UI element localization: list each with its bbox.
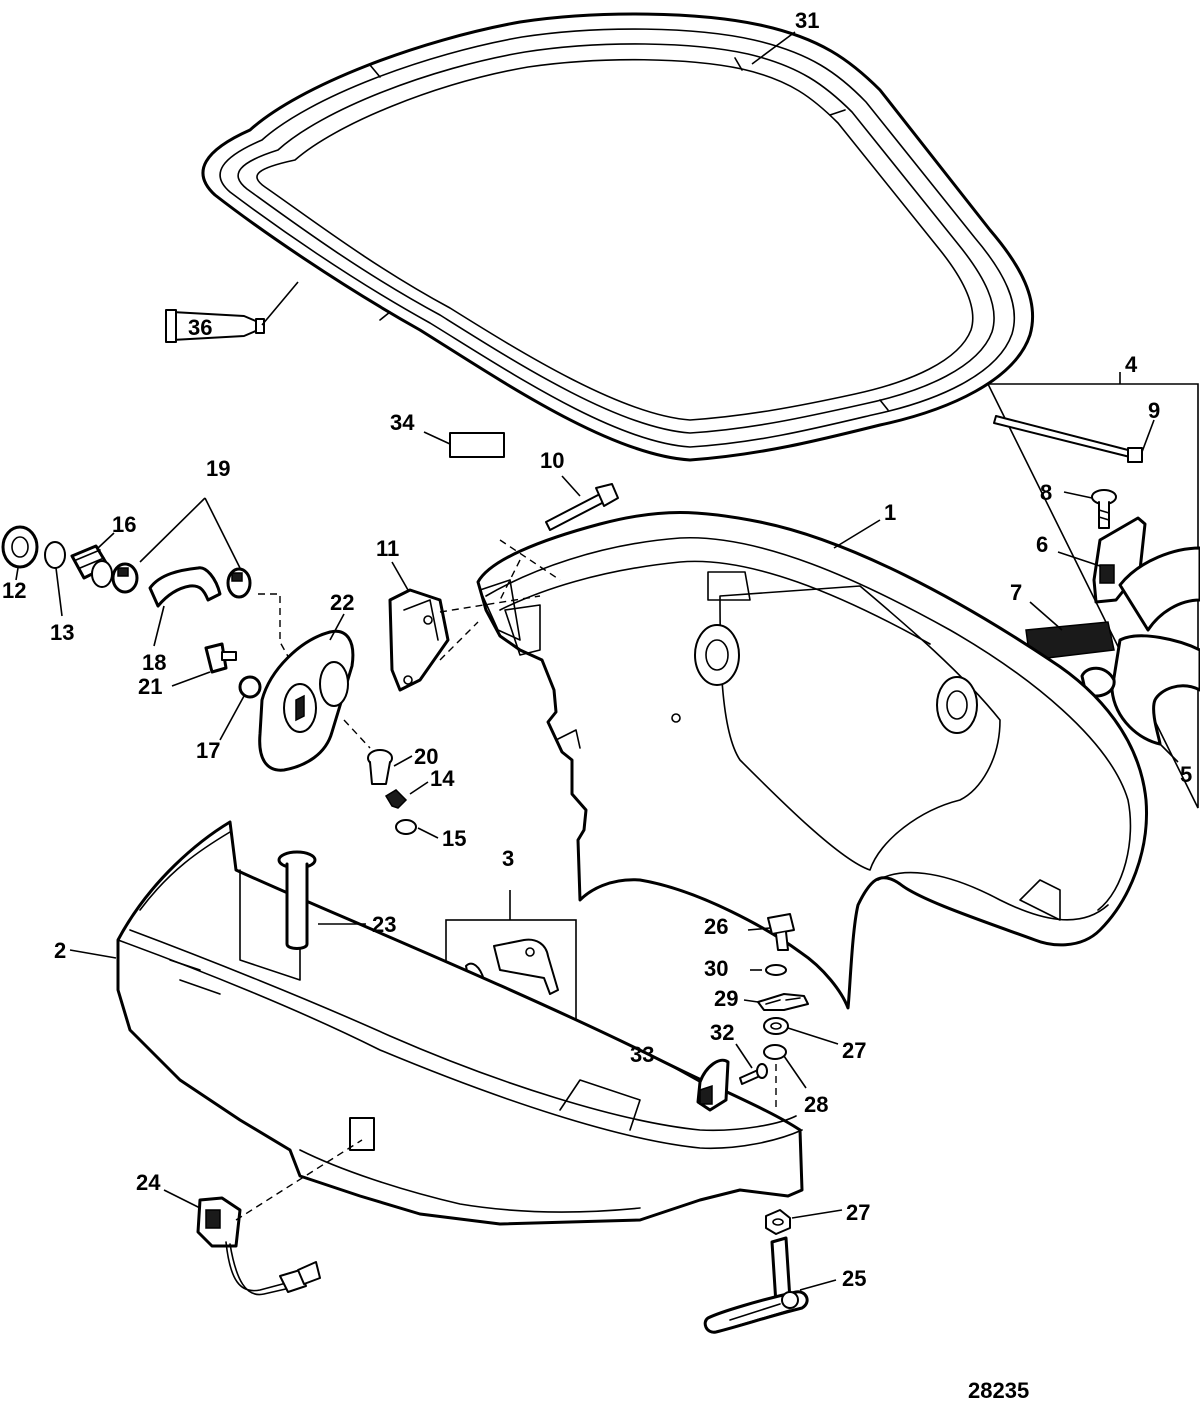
part-17-clip: [238, 675, 262, 699]
part-30-washer: [765, 964, 787, 976]
callout-22: 22: [330, 590, 354, 615]
part-19-hose-clamp-right: [226, 567, 252, 599]
part-36-sealant-tube: [165, 309, 265, 343]
callout-28: 28: [804, 1092, 828, 1117]
callout-1: 1: [884, 500, 896, 525]
callout-7: 7: [1010, 580, 1022, 605]
callout-11: 11: [376, 536, 399, 561]
callout-25: 25: [842, 1266, 866, 1291]
part-14-clip: [384, 789, 408, 809]
callout-33: 33: [630, 1042, 654, 1067]
part-31-seal: [201, 12, 1035, 462]
callout-29: 29: [714, 986, 738, 1011]
callout-30: 30: [704, 956, 728, 981]
part-29-plate: [757, 993, 809, 1011]
part-20-fitting: [367, 749, 393, 785]
part-34-decal: [449, 432, 505, 458]
callout-27-lower: 27: [846, 1200, 870, 1225]
part-21-bracket: [204, 642, 237, 674]
callout-6: 6: [1036, 532, 1048, 557]
part-27-nut-lower: [765, 1209, 791, 1235]
callout-12: 12: [2, 578, 26, 603]
callout-32: 32: [710, 1020, 734, 1045]
part-16-fitting: [70, 544, 113, 588]
callout-5: 5: [1180, 762, 1192, 787]
dash-19-22: [258, 593, 291, 661]
callout-14: 14: [430, 766, 455, 791]
callout-2: 2: [54, 938, 66, 963]
dash-24-2: [235, 1139, 363, 1221]
callout-36: 36: [188, 315, 212, 340]
callout-19: 19: [206, 456, 230, 481]
callout-13: 13: [50, 620, 74, 645]
callout-10: 10: [540, 448, 564, 473]
part-24-switch-harness: [196, 1196, 321, 1296]
part-15-o-ring: [395, 819, 417, 835]
callout-20: 20: [414, 744, 438, 769]
part-26-bolt: [767, 913, 795, 951]
callout-17: 17: [196, 738, 220, 763]
callout-26: 26: [704, 914, 728, 939]
part-32-screw: [739, 1063, 768, 1085]
callout-31: 31: [795, 8, 819, 33]
figure-number: 28235: [968, 1378, 1029, 1403]
part-25-lever: [703, 1236, 809, 1334]
callout-9: 9: [1148, 398, 1160, 423]
part-13-seal-ring: [44, 541, 66, 569]
part-33-clip: [696, 1058, 730, 1112]
part-23-pin: [277, 850, 317, 950]
dash-22-20: [343, 719, 371, 749]
part-11-latch-bracket: [388, 588, 450, 692]
part-6-bracket: [1092, 516, 1200, 632]
part-22-port-cover: [258, 629, 355, 772]
part-9-cable-tie: [993, 415, 1143, 463]
part-28-o-ring: [763, 1044, 787, 1060]
part-12-grommet: [1, 525, 39, 569]
callout-34: 34: [390, 410, 415, 435]
callout-8: 8: [1040, 480, 1052, 505]
callout-24: 24: [136, 1170, 161, 1195]
callout-27-upper: 27: [842, 1038, 866, 1063]
callout-4: 4: [1125, 352, 1138, 377]
callout-23: 23: [372, 912, 396, 937]
part-18-hose: [148, 566, 222, 608]
callout-3: 3: [502, 846, 514, 871]
part-10-bolt: [545, 483, 619, 531]
dash-11-1: [439, 539, 561, 661]
part-1-cowl-half: [476, 511, 1149, 1010]
callout-18: 18: [142, 650, 166, 675]
part-27-nut-upper: [763, 1017, 789, 1035]
callout-21: 21: [138, 674, 162, 699]
callout-15: 15: [442, 826, 466, 851]
callout-16: 16: [112, 512, 136, 537]
part-8-screw: [1091, 489, 1117, 529]
part-19-hose-clamp-left: [111, 562, 139, 594]
